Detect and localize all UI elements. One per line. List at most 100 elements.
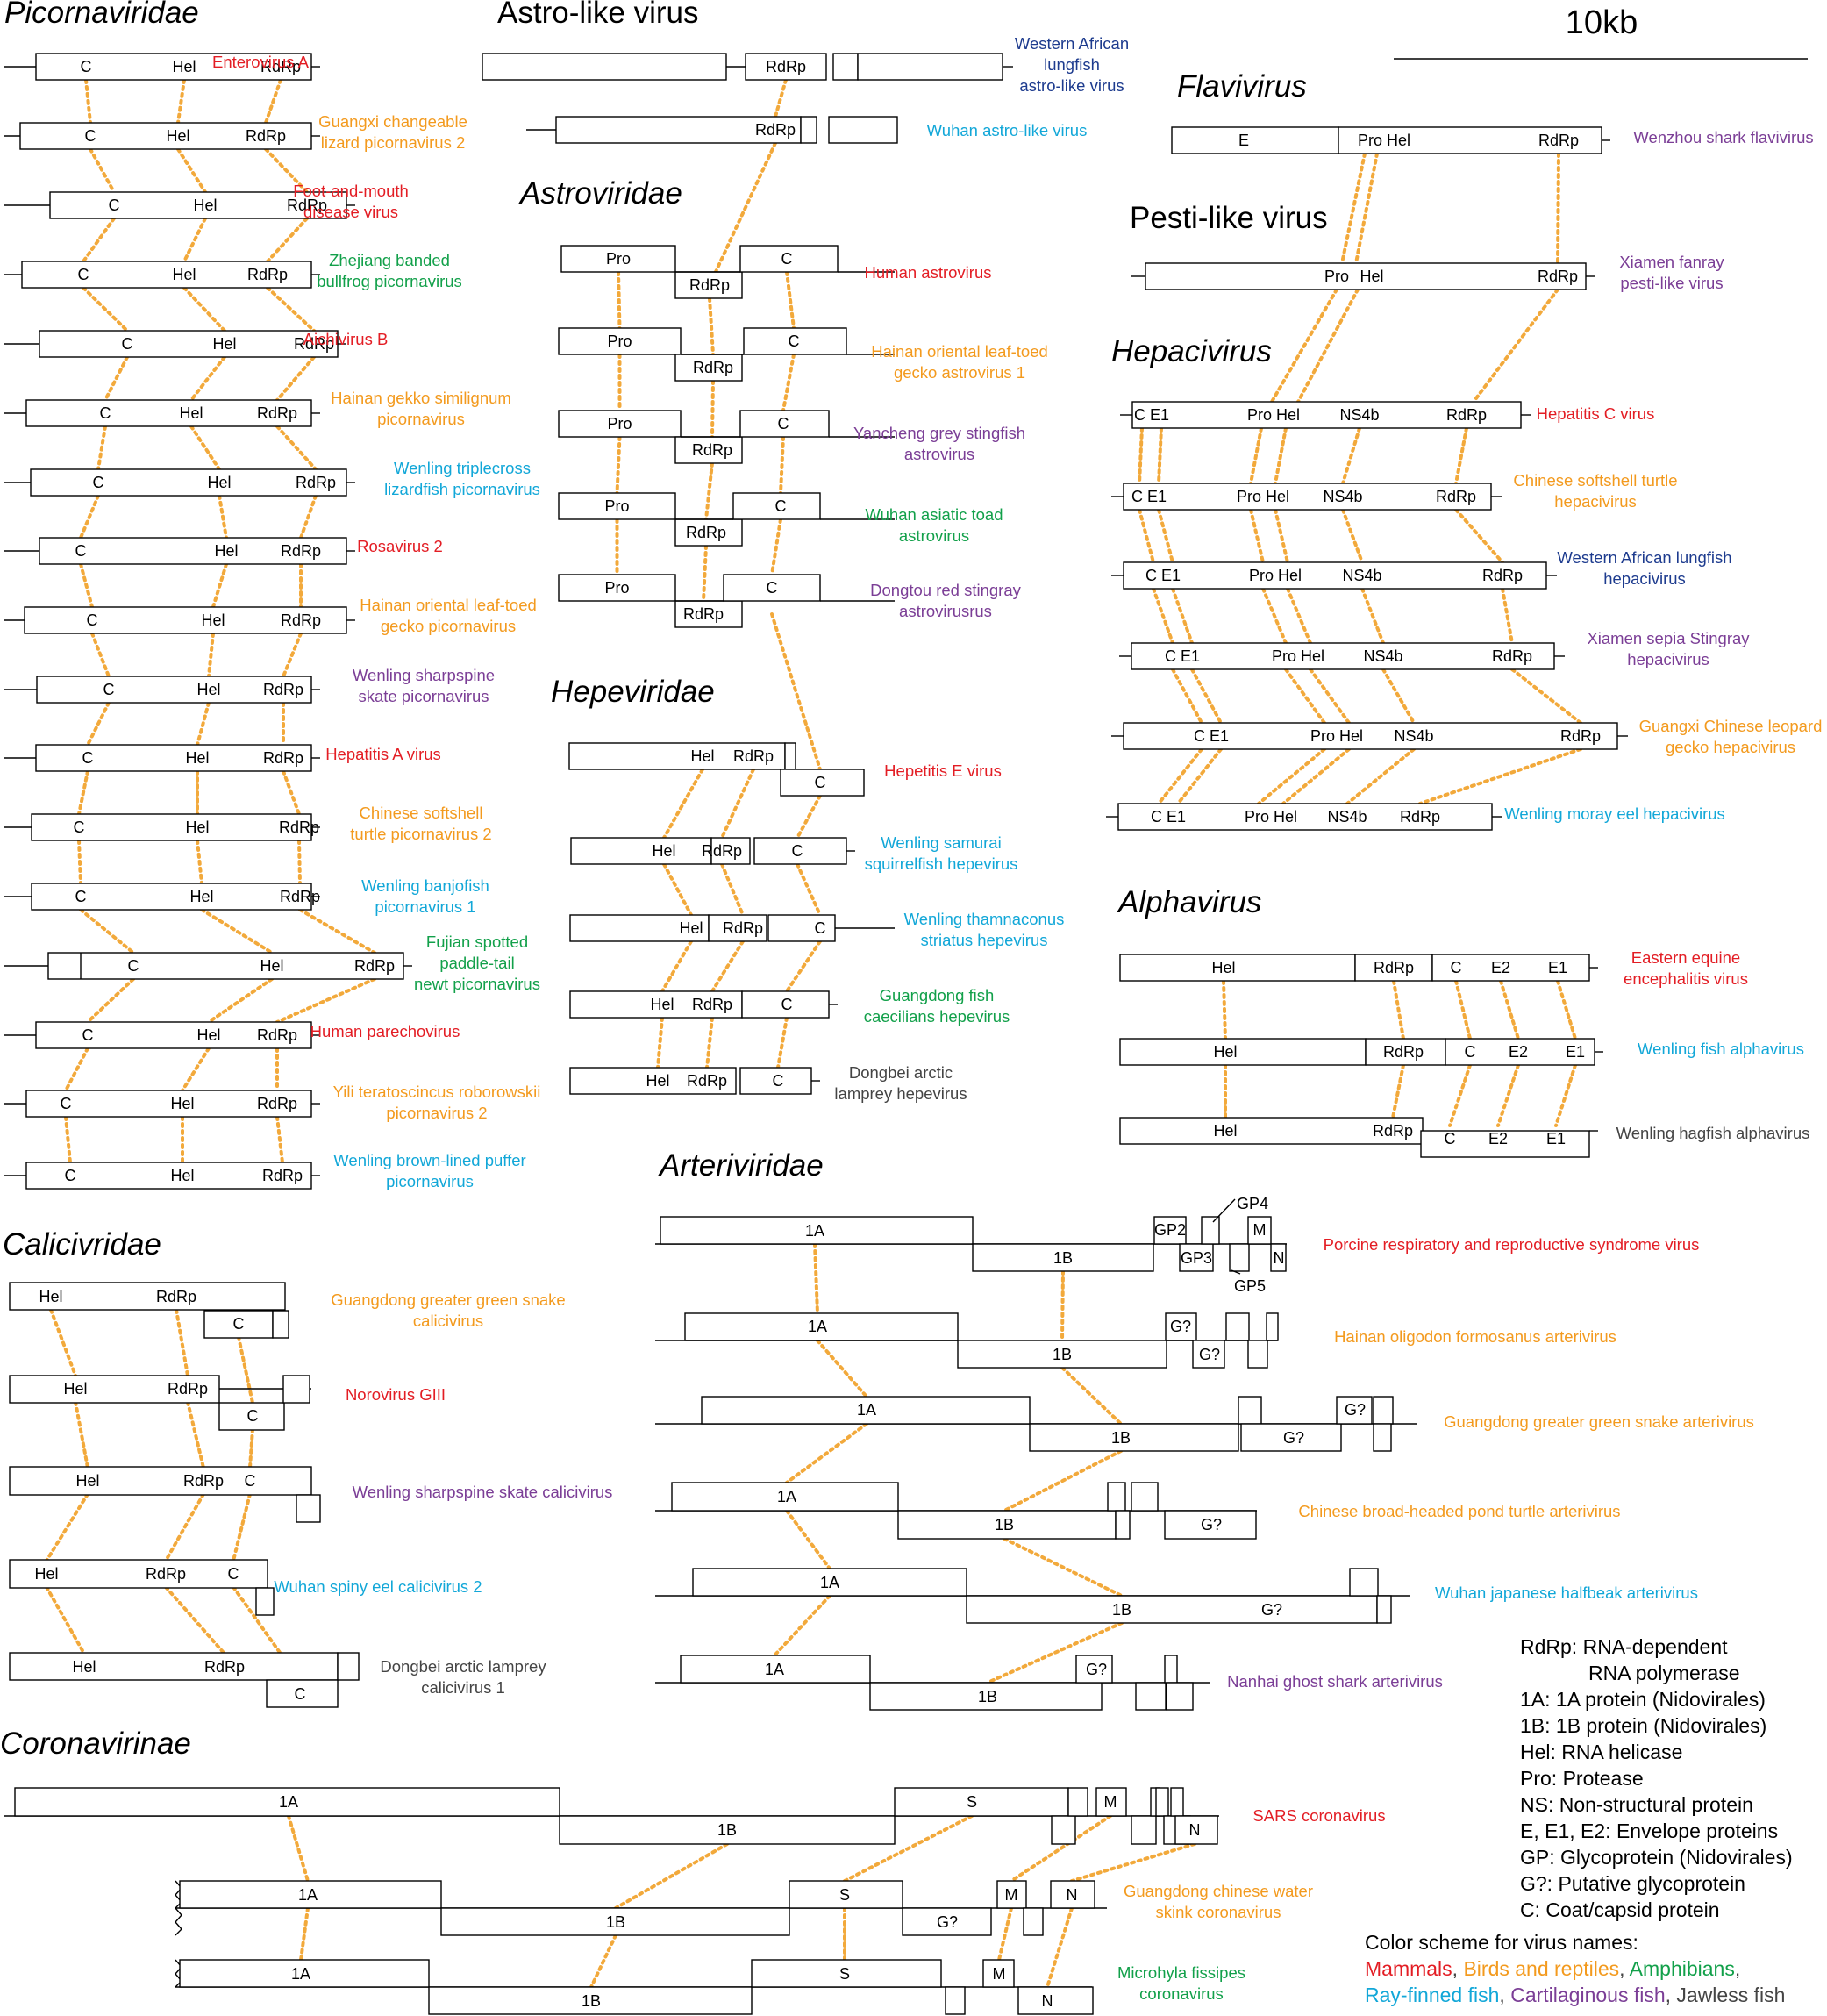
homology-link	[1257, 747, 1326, 805]
gene-label-1a: 1A	[808, 1318, 827, 1335]
gene-label-rdrp: RdRp	[1560, 727, 1601, 745]
orf-1b	[966, 1595, 1378, 1624]
homology-link	[816, 1339, 868, 1398]
orf-glyco	[1075, 1655, 1113, 1684]
gene-label-1a: 1A	[765, 1661, 784, 1678]
homology-link	[1152, 587, 1174, 645]
orf-glyco	[1349, 1568, 1379, 1597]
homology-link	[297, 839, 302, 885]
gene-label-c: C	[1451, 959, 1462, 976]
orf-box	[1247, 1340, 1268, 1369]
orf-rdrp	[1354, 954, 1433, 982]
orf-polyprotein	[35, 53, 312, 81]
orf-capsid	[743, 327, 847, 355]
gene-label-c-e1: C E1	[1165, 647, 1200, 665]
homology-link	[1060, 1366, 1123, 1426]
gene-label-rdrp: RdRp	[1400, 808, 1440, 826]
truncation-mark	[175, 1907, 182, 1936]
homology-link	[1341, 426, 1361, 485]
orf-box	[800, 116, 817, 144]
orf-1b	[559, 1815, 896, 1845]
gene-label-s: S	[839, 1965, 850, 1983]
orf-rdrp	[710, 837, 751, 865]
orf-rdrp	[674, 600, 743, 628]
group-title-pestilike: Pesti-like virus	[1130, 201, 1328, 235]
legend-abbreviation: NS: Non-structural protein	[1520, 1793, 1753, 1816]
orf-box	[1238, 1396, 1262, 1425]
gene-label-c: C	[87, 611, 98, 629]
gene-label-e2: E2	[1488, 1130, 1508, 1147]
homology-link	[1391, 1063, 1405, 1119]
orf-box	[1376, 1595, 1392, 1624]
homology-link	[1341, 508, 1364, 564]
homology-link	[299, 494, 318, 540]
orf-polyprotein	[9, 1559, 268, 1589]
gene-label-rdrp: RdRp	[263, 681, 303, 698]
homology-link	[266, 217, 309, 263]
homology-link	[1556, 152, 1560, 265]
homology-link	[82, 286, 129, 332]
gene-label-rdrp: RdRp	[692, 996, 732, 1013]
orf-box	[832, 53, 859, 81]
gene-label-n: N	[1067, 1886, 1078, 1904]
gene-label-1b: 1B	[717, 1821, 737, 1839]
orf-box	[272, 1310, 289, 1339]
homology-link	[64, 1115, 72, 1164]
homology-link	[662, 768, 704, 840]
legend-abbreviation: RNA polymerase	[1588, 1662, 1740, 1684]
gene-label-hel: Hel	[650, 996, 674, 1013]
homology-link	[1454, 979, 1472, 1040]
homology-link	[64, 1047, 89, 1092]
orf-polyprotein	[49, 191, 347, 219]
gene-label-ns4b: NS4b	[1323, 488, 1362, 505]
gene-label-e1: E1	[1546, 1130, 1566, 1147]
homology-link	[770, 612, 822, 771]
homology-link	[1003, 1449, 1123, 1512]
gene-label-hel: Hel	[179, 404, 203, 422]
gene-label-1b: 1B	[978, 1688, 997, 1705]
virus-name-wenling-sharpspine-skate-calicivirus: Wenling sharpspine skate calicivirus	[353, 1483, 613, 1501]
orf-polyprotein	[36, 676, 312, 704]
homology-link	[176, 78, 186, 125]
gene-label-hel: Hel	[1360, 268, 1383, 285]
gene-label-rdrp: RdRp	[280, 888, 320, 905]
orf-pro	[560, 245, 676, 273]
orf-1a	[14, 1787, 560, 1817]
gene-label-c: C	[815, 919, 826, 937]
gene-label-hel: Hel	[39, 1288, 62, 1305]
homology-link	[785, 1422, 868, 1484]
virus-name-nanhai-ghost-shark-arterivirus: Nanhai ghost shark arterivirus	[1227, 1672, 1443, 1691]
homology-link	[264, 147, 309, 194]
gene-label-rdrp: RdRp	[692, 441, 732, 459]
homology-link	[617, 270, 622, 330]
homology-link	[1496, 1063, 1520, 1127]
gene-label-1b: 1B	[1111, 1429, 1131, 1447]
homology-link	[1454, 426, 1468, 485]
homology-link	[986, 1621, 1124, 1684]
orf-box	[255, 1587, 275, 1616]
gene-label-rdrp: RdRp	[1492, 647, 1532, 665]
gene-label-ns4b: NS4b	[1363, 647, 1402, 665]
gene-label-rdrp: RdRp	[146, 1565, 186, 1583]
callout-gp5	[1231, 1269, 1241, 1275]
homology-link	[1270, 288, 1338, 404]
orf-polyprotein	[39, 537, 347, 565]
homology-link	[207, 632, 215, 678]
gene-label-rdrp: RdRp	[247, 266, 288, 283]
virus-name-wenzhou-shark-flavivirus: Wenzhou shark flavivirus	[1633, 128, 1813, 147]
homology-link	[176, 147, 207, 194]
gene-label-rdrp: RdRp	[1446, 406, 1487, 424]
homology-link	[656, 1016, 664, 1069]
group-title-hepacivirus: Hepacivirus	[1111, 334, 1272, 368]
gene-label-rdrp: RdRp	[1436, 488, 1476, 505]
gene-label-c: C	[103, 681, 115, 698]
